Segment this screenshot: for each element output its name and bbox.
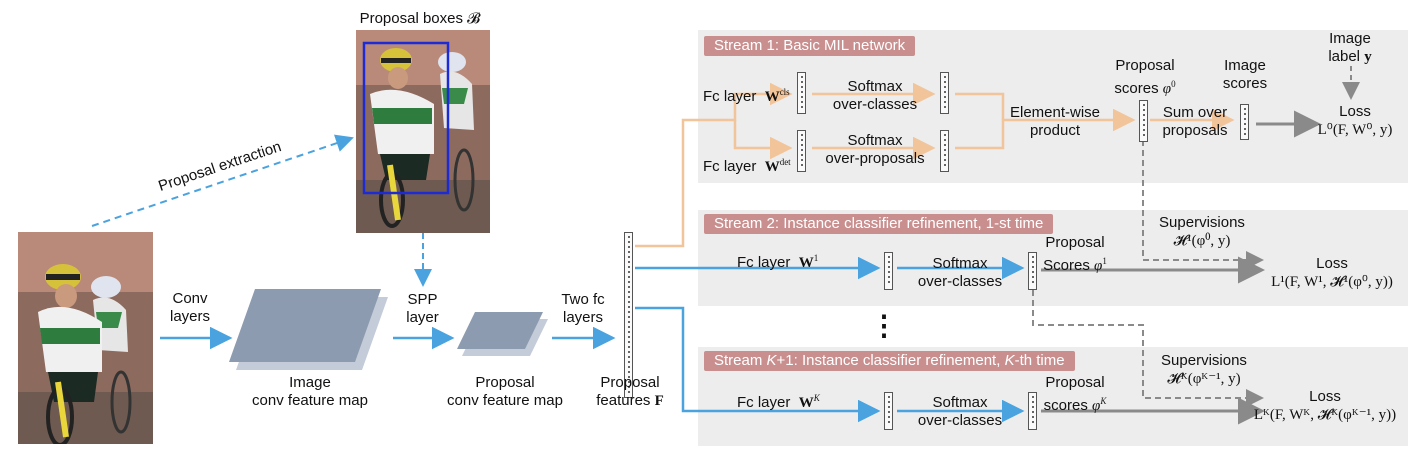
proposal-boxes-title: Proposal boxes 𝓑 bbox=[340, 10, 500, 28]
stream1-softmax-classes-vector bbox=[940, 72, 949, 114]
stream1-fc-cls-label: Fc layer Wcls bbox=[703, 87, 790, 105]
features-to-stream1 bbox=[635, 118, 698, 248]
cyclists-photo bbox=[18, 232, 153, 444]
stream1-det-vector bbox=[797, 130, 806, 172]
stream2-fc-label: Fc layer W1 bbox=[737, 253, 819, 271]
stream1-title: Stream 1: Basic MIL network bbox=[704, 36, 916, 56]
streamk-scores-vector bbox=[1028, 392, 1037, 430]
features-to-streamk bbox=[635, 306, 881, 423]
input-image bbox=[18, 232, 153, 444]
proposal-features-label: Proposal features F bbox=[596, 374, 664, 409]
more-streams-dots: ⋮ bbox=[870, 310, 898, 341]
stream1-cls-vector bbox=[797, 72, 806, 114]
proposal-photo bbox=[356, 30, 490, 233]
proposal-boxes-image bbox=[356, 30, 490, 233]
stream1-image-scores-vector bbox=[1240, 104, 1249, 140]
stream2-scores-vector bbox=[1028, 252, 1037, 290]
streamk-loss: Loss Lᴷ(F, Wᴷ, 𝓗ᴷ(φᴷ⁻¹, y)) bbox=[1253, 388, 1397, 423]
streamk-proposal-scores-label: Proposal scores φK bbox=[1043, 374, 1107, 414]
proposal-features-vector bbox=[624, 232, 633, 398]
stream1-fc-det-label: Fc layer Wdet bbox=[703, 157, 791, 175]
stream1-proposal-scores-label: Proposal scores φ0 bbox=[1114, 57, 1176, 97]
stream1-image-label: Image label y bbox=[1328, 30, 1372, 65]
proposal-boxes-label: Proposal boxes bbox=[359, 10, 463, 27]
stream1-softmax-proposals-vector bbox=[940, 130, 949, 172]
proposal-boxes-symbol: 𝓑 bbox=[467, 11, 481, 27]
streamk-fc-vector bbox=[884, 392, 893, 430]
stream2-fc-vector bbox=[884, 252, 893, 290]
stream1-loss: Loss L⁰(F, W⁰, y) bbox=[1317, 103, 1393, 138]
streamk-title: Stream K+1: Instance classifier refineme… bbox=[704, 351, 1075, 371]
stream2-supervisions: Supervisions 𝓗¹(φ⁰, y) bbox=[1159, 214, 1245, 249]
proposal-extraction-arrow bbox=[91, 134, 354, 227]
stream2-proposal-scores-label: Proposal Scores φ1 bbox=[1043, 234, 1107, 274]
stream2-title: Stream 2: Instance classifier refinement… bbox=[704, 214, 1054, 234]
streamk-supervisions: Supervisions 𝓗ᴷ(φᴷ⁻¹, y) bbox=[1161, 352, 1247, 387]
stream2-loss: Loss L¹(F, W¹, 𝓗¹(φ⁰, y)) bbox=[1271, 255, 1393, 290]
streamk-fc-label: Fc layer WK bbox=[737, 393, 820, 411]
proposal-box bbox=[362, 41, 450, 195]
stream1-proposal-scores-vector bbox=[1139, 100, 1148, 142]
